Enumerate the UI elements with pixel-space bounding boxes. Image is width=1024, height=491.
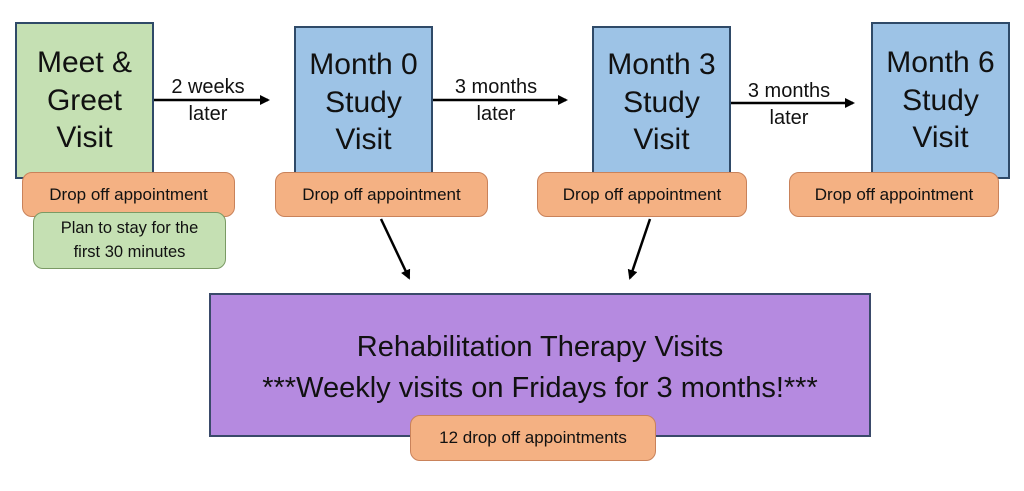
drop-off-appointment-badge: Drop off appointment — [789, 172, 999, 217]
arrow-month3-to-rehab — [627, 218, 652, 280]
drop-off-appointment-badge: Drop off appointment — [275, 172, 488, 217]
interval-label-2: 3 months later — [434, 74, 558, 128]
rehab-subtitle: ***Weekly visits on Fridays for 3 months… — [262, 371, 818, 404]
drop-off-appointment-badge: Drop off appointment — [537, 172, 747, 217]
meet-greet-stay-note: Plan to stay for the first 30 minutes — [33, 212, 226, 269]
visit-label-line: Visit — [633, 123, 690, 157]
rehab-appointments-badge: 12 drop off appointments — [410, 415, 656, 461]
interval-line: later — [188, 103, 228, 125]
interval-line: 3 months — [747, 80, 831, 102]
interval-line: later — [769, 107, 809, 129]
rehab-title: Rehabilitation Therapy Visits — [356, 331, 724, 363]
note-line: Plan to stay for the — [60, 218, 199, 237]
visit-label-line: Month 3 — [607, 48, 716, 82]
rehabilitation-therapy-box: Rehabilitation Therapy Visits ***Weekly … — [209, 293, 871, 437]
interval-line: later — [476, 103, 516, 125]
visit-label-line: Visit — [912, 121, 969, 155]
meet-greet-visit-box: Meet & Greet Visit — [15, 22, 154, 179]
month0-visit-box: Month 0 Study Visit — [294, 26, 433, 179]
visit-label-line: Month 0 — [309, 48, 418, 82]
interval-line: 3 months — [454, 76, 538, 98]
interval-label-3: 3 months later — [730, 78, 848, 132]
visit-label-line: Study — [902, 83, 979, 117]
month6-visit-box: Month 6 Study Visit — [871, 22, 1010, 179]
note-line: first 30 minutes — [73, 242, 186, 261]
visit-label-line: Greet — [46, 83, 122, 117]
month3-visit-box: Month 3 Study Visit — [592, 26, 731, 179]
visit-label-line: Month 6 — [886, 46, 995, 80]
visit-label-line: Meet & — [36, 46, 133, 80]
interval-line: 2 weeks — [171, 76, 245, 98]
visit-label-line: Visit — [56, 121, 113, 155]
drop-off-appointment-badge: Drop off appointment — [22, 172, 235, 217]
visit-label-line: Study — [623, 85, 700, 119]
arrow-month0-to-rehab — [379, 218, 411, 280]
visit-label-line: Study — [325, 85, 402, 119]
visit-label-line: Visit — [335, 123, 392, 157]
interval-label-1: 2 weeks later — [148, 74, 268, 128]
